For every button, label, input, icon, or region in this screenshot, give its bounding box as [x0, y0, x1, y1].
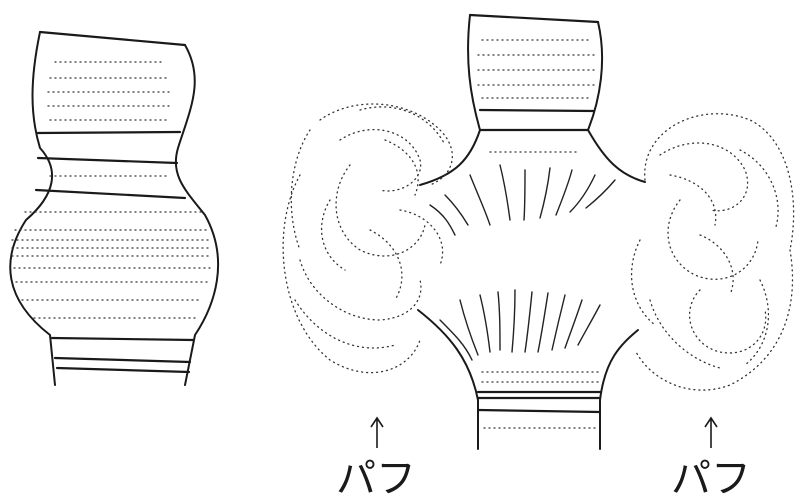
lower-trunk-right: [600, 330, 638, 449]
puff-pointer-left: パフ: [336, 418, 416, 499]
puffed-chromosome-segment: [283, 15, 793, 449]
upper-faint-bands: [478, 40, 594, 152]
upper-trunk-left: [420, 15, 480, 185]
left-band: [57, 368, 189, 372]
normal-chromosome-segment: [10, 32, 218, 385]
puff-striations-upper: [430, 165, 615, 235]
left-band: [38, 132, 180, 133]
right-puff-loops: [632, 114, 794, 390]
upper-trunk-right: [588, 22, 645, 182]
left-puff-loops: [283, 104, 452, 373]
left-band: [38, 158, 177, 163]
puff-label-left: パフ: [336, 456, 416, 499]
upper-band: [470, 15, 598, 22]
left-band: [36, 190, 185, 198]
left-band: [40, 32, 185, 45]
puff-striations-lower: [440, 290, 600, 360]
lower-faint-bands: [482, 372, 598, 428]
left-band: [55, 358, 190, 362]
puff-label-right: パフ: [671, 456, 751, 499]
upper-band: [480, 110, 594, 111]
puff-pointer-right: パフ: [671, 418, 751, 499]
left-band: [52, 338, 193, 340]
lower-band: [478, 410, 600, 412]
left-outline-left: [10, 32, 55, 385]
left-outline-right: [176, 45, 218, 385]
